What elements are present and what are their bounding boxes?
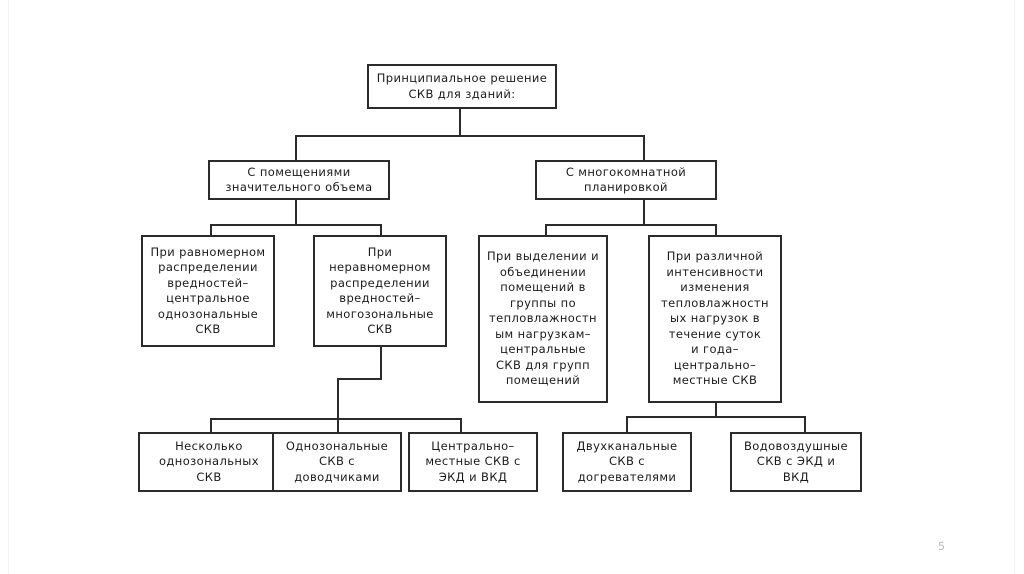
node-varying-intensity[interactable]: При различной интенсивности изменения те…: [648, 235, 782, 403]
node-nonuniform-distribution[interactable]: При неравномерном распределении вредност…: [313, 235, 447, 347]
node-multiroom-layout[interactable]: С многокомнатной планировкой: [535, 160, 717, 200]
connector-l3a-drop: [210, 418, 212, 433]
connector-l2b-drop: [337, 378, 339, 430]
node-uniform-distribution[interactable]: При равномерном распределении вредностей…: [141, 235, 275, 347]
connector-l2b-jog: [337, 378, 382, 380]
page-number: 5: [938, 540, 946, 553]
connector-l1a-stem: [295, 199, 297, 225]
node-large-volume-rooms[interactable]: С помещениями значительного объема: [208, 160, 390, 200]
slide-right-edge-rule: [1014, 0, 1015, 574]
node-central-local-ekd-vkd[interactable]: Центрально– местные СКВ с ЭКД и ВКД: [408, 432, 538, 492]
connector-l2d-stem: [715, 402, 717, 418]
connector-l3c-drop: [460, 418, 462, 433]
node-air-water-ekd-vkd[interactable]: Водовоздушные СКВ с ЭКД и ВКД: [730, 432, 862, 492]
node-single-zone-with-terminals[interactable]: Однозональные СКВ с доводчиками: [272, 432, 402, 492]
connector-root-stem: [459, 108, 461, 136]
connector-level1-drop-b: [643, 135, 645, 161]
node-several-single-zone[interactable]: Несколько однозональных СКВ: [138, 432, 280, 492]
connector-l3b-drop: [337, 418, 339, 433]
connector-bottom-left-bus: [210, 418, 462, 420]
connector-level1-bus: [295, 135, 645, 137]
connector-l1b-bus: [545, 224, 717, 226]
connector-l3d-drop: [626, 416, 628, 433]
connector-bottom-right-bus: [626, 416, 806, 418]
connector-l1a-drop-right: [380, 224, 382, 236]
connector-l1a-bus: [210, 224, 382, 226]
node-dual-duct-reheaters[interactable]: Двухканальные СКВ с догревателями: [562, 432, 692, 492]
connector-l1b-stem: [643, 199, 645, 225]
connector-l3e-drop: [804, 416, 806, 433]
connector-l2b-stem: [380, 346, 382, 380]
node-root[interactable]: Принципиальное решение СКВ для зданий:: [367, 64, 557, 109]
node-grouped-rooms[interactable]: При выделении и объединении помещений в …: [478, 235, 608, 403]
connector-level1-drop-a: [295, 135, 297, 161]
connector-l1b-drop-right: [715, 224, 717, 236]
slide-left-edge-rule: [8, 0, 9, 574]
connector-l1a-drop-left: [210, 224, 212, 236]
connector-l1b-drop-left: [545, 224, 547, 236]
